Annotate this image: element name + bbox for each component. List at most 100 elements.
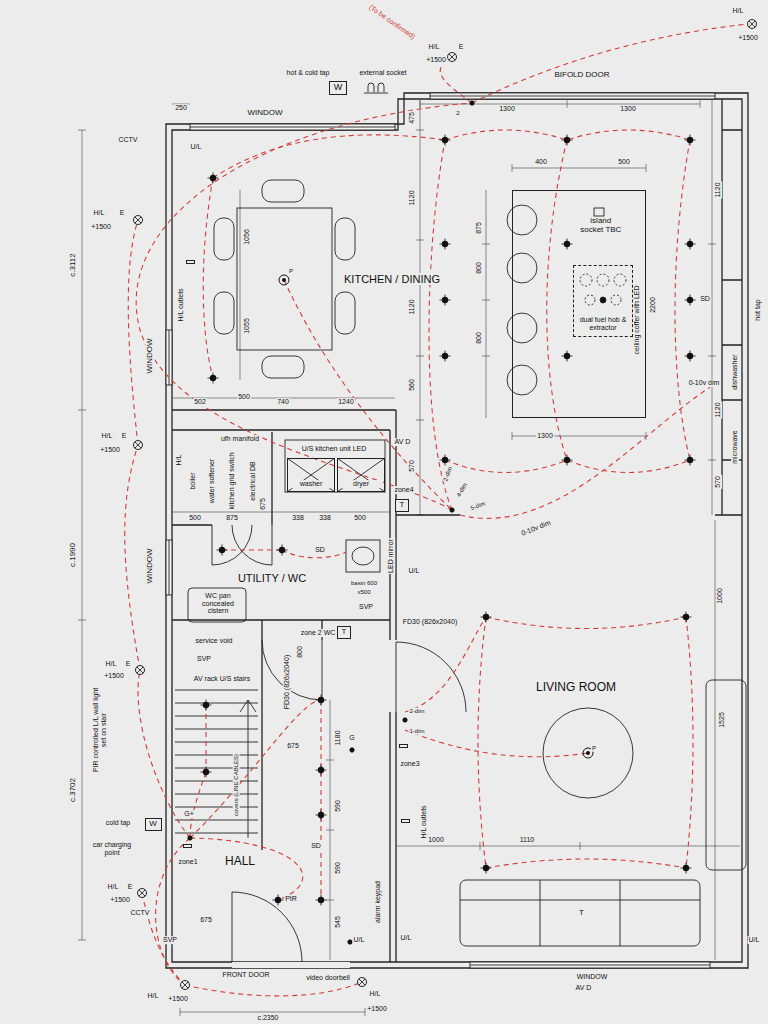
plan-label: SVP: [196, 655, 212, 663]
plan-label: P: [591, 745, 597, 752]
furniture: [262, 356, 304, 378]
wiring-runs: [156, 838, 362, 996]
plan-label: kitchen grid switch: [228, 451, 236, 510]
room-name: KITCHEN / DINING: [342, 273, 442, 285]
wiring-runs: [125, 220, 190, 838]
thermostat-box: T: [399, 744, 408, 748]
plan-label: 1180: [334, 729, 342, 746]
furniture: [543, 708, 633, 798]
plan-label: +1500: [99, 446, 121, 454]
plan-label: WC pan concealed cistern: [195, 592, 241, 615]
plan-label: +1500: [103, 672, 125, 680]
light-fittings: [681, 863, 692, 874]
wiring-runs: [460, 380, 722, 518]
plan-label: 570: [714, 475, 722, 489]
light-fittings: [138, 889, 147, 898]
av-data-box: AV D: [401, 819, 410, 823]
plan-label: service void: [195, 637, 234, 645]
plan-label: 500: [188, 514, 202, 522]
light-fittings: [440, 295, 451, 306]
plan-label: 1000: [427, 836, 445, 844]
windows: [470, 965, 710, 966]
plan-label: 675: [199, 916, 213, 924]
light-fittings: [685, 455, 696, 466]
walls: [166, 93, 748, 968]
wiring-runs: [472, 24, 748, 103]
plan-label: U/L: [400, 934, 413, 942]
furniture: [188, 588, 246, 622]
plan-label: CCTV: [129, 909, 150, 917]
plan-label: FRONT DOOR: [222, 971, 271, 979]
room-name: LIVING ROOM: [534, 681, 618, 694]
light-fittings: [134, 20, 757, 990]
plan-label: 500: [353, 514, 367, 522]
plan-label: 0-10v dim: [688, 379, 721, 387]
plan-label: 475: [408, 111, 416, 125]
appliance-box: dryer: [337, 458, 385, 492]
light-fittings: [586, 751, 590, 755]
water-point-box: W: [145, 818, 162, 831]
plan-label: water softener: [208, 458, 216, 504]
wiring-runs: [136, 103, 472, 510]
av-data-box: AV D: [186, 260, 195, 264]
plan-label: +1500: [109, 896, 131, 904]
light-fittings: [282, 278, 286, 282]
plan-label: E: [121, 432, 128, 440]
wiring-runs: [190, 700, 321, 900]
doors: [232, 892, 302, 962]
light-fittings: [201, 700, 212, 711]
furniture: [594, 208, 604, 216]
windows: [190, 127, 395, 128]
plan-label: SD: [314, 546, 326, 554]
plan-label: 590: [334, 861, 342, 875]
plan-label: SVP: [358, 603, 374, 611]
plan-label: E: [125, 660, 132, 668]
plan-label: H/L: [107, 883, 120, 891]
plan-label: 875: [475, 221, 483, 235]
box-label: W: [333, 83, 343, 93]
wiring-runs: [284, 280, 452, 510]
plan-label: zone4: [393, 486, 414, 494]
plan-label: 500: [617, 158, 631, 166]
walls: [396, 514, 742, 515]
furniture: [460, 880, 700, 946]
plan-label: 675: [286, 742, 300, 750]
plan-label: P: [288, 268, 294, 275]
plan-label: PIR controlled L/L wall light set on sta…: [92, 684, 107, 776]
furniture: [285, 440, 385, 492]
box-label: T: [399, 501, 405, 510]
switch-points: [350, 748, 354, 752]
furniture: [352, 547, 374, 565]
plan-label: 590: [334, 799, 342, 813]
switch-points: [403, 718, 407, 722]
furniture: [287, 458, 385, 492]
light-fittings: [316, 810, 327, 821]
windows: [166, 540, 172, 595]
plan-label: LED mirror: [387, 538, 395, 574]
light-fittings: [181, 981, 190, 990]
plan-label: 800: [296, 645, 304, 659]
plan-label: c.3702: [69, 777, 78, 803]
light-fittings: [481, 612, 492, 623]
plan-label: H/L: [369, 990, 382, 998]
room-area: HALLT: [172, 622, 388, 964]
plan-label: 1300: [498, 105, 516, 113]
light-fittings: [440, 239, 451, 250]
plan-label: BIFOLD DOOR: [553, 71, 610, 80]
plan-label: U/L: [353, 936, 366, 944]
plan-label: 800: [475, 331, 483, 345]
wiring-runs: [190, 700, 321, 900]
plan-label: 875: [225, 514, 239, 522]
wiring-runs: [203, 178, 213, 378]
plan-label: FD30 (826x2040): [402, 618, 458, 626]
plan-label: 1056: [243, 228, 251, 246]
plan-label: electrical DB: [249, 460, 257, 501]
light-fittings: [685, 295, 696, 306]
plan-label: 1-dim: [408, 728, 425, 735]
furniture: [240, 700, 256, 838]
switch-points: [450, 508, 454, 512]
windows: [470, 962, 710, 968]
windows: [430, 93, 715, 99]
